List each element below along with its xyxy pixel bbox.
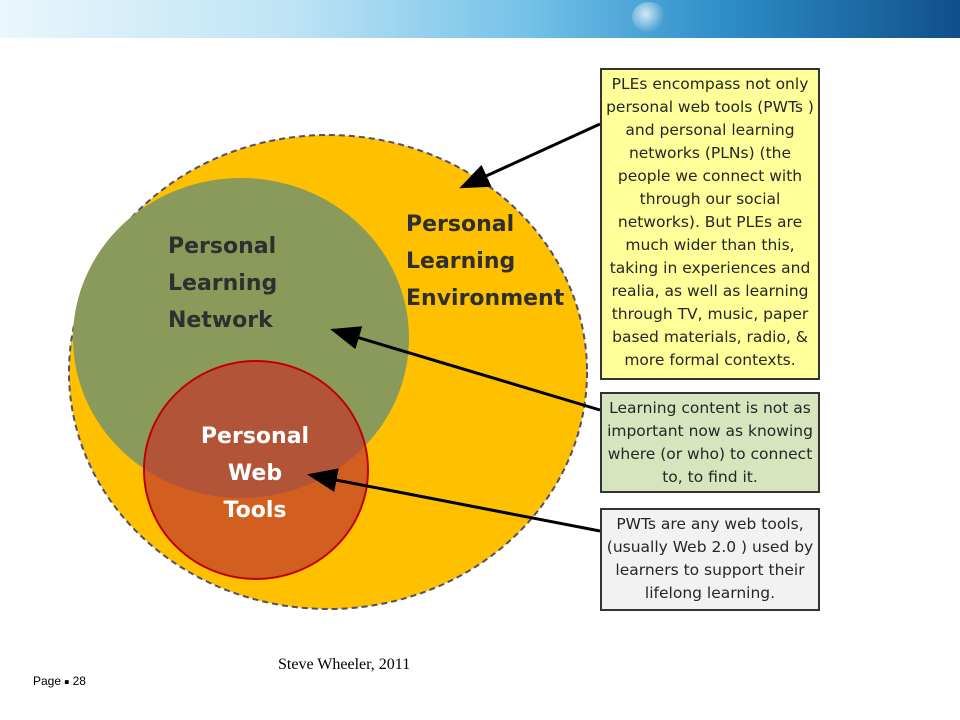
pln-label: Personal Learning Network (168, 234, 278, 333)
pwt-circle (143, 360, 369, 580)
pln-callout-box: Learning content is not as important now… (600, 392, 820, 493)
arrow-pwt (307, 468, 601, 533)
page-indicator: Page ■ 28 (33, 674, 86, 688)
pwt-callout-box: PWTs are any web tools, (usually Web 2.0… (600, 508, 820, 611)
arrow-ple (459, 122, 601, 189)
ple-label: Personal Learning Environment (406, 212, 565, 311)
page-label: Page (33, 674, 62, 688)
arrow-pln (330, 326, 601, 412)
author-credit: Steve Wheeler, 2011 (278, 656, 411, 673)
pwt-label: Personal Web Tools (200, 424, 310, 523)
page-bullet: ■ (64, 677, 70, 687)
banner-orb-decoration (632, 2, 666, 32)
ple-callout-box: PLEs encompass not only personal web too… (600, 68, 820, 380)
header-banner (0, 0, 960, 38)
page-number: 28 (72, 674, 86, 688)
